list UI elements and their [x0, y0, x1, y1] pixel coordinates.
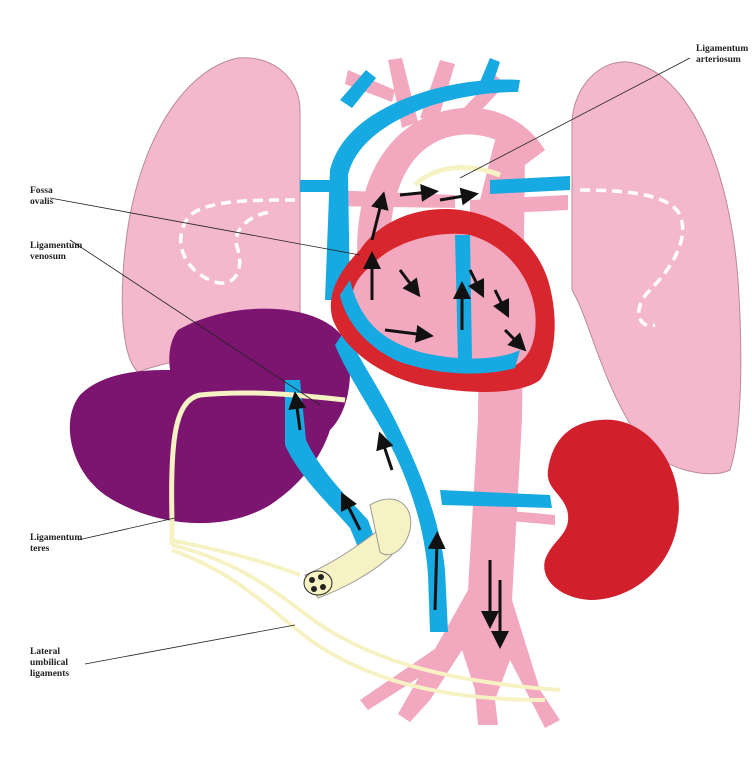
label-lateral-umbilical-ligaments: Lateral umbilical ligaments	[30, 647, 69, 680]
liver	[70, 309, 350, 523]
right-lung	[572, 62, 741, 474]
label-fossa-ovalis: Fossa ovalis	[30, 186, 53, 208]
renal-vein	[440, 490, 552, 508]
label-ligamentum-arteriosum: Ligamentum arteriosum	[696, 44, 748, 66]
umbilical-cord-cross-section	[304, 571, 332, 595]
pulmonary-vein-left	[300, 180, 340, 192]
label-ligamentum-venosum: Ligamentum venosum	[30, 241, 82, 263]
pulmonary-artery-left	[330, 190, 455, 208]
label-ligamentum-teres: Ligamentum teres	[30, 533, 82, 555]
